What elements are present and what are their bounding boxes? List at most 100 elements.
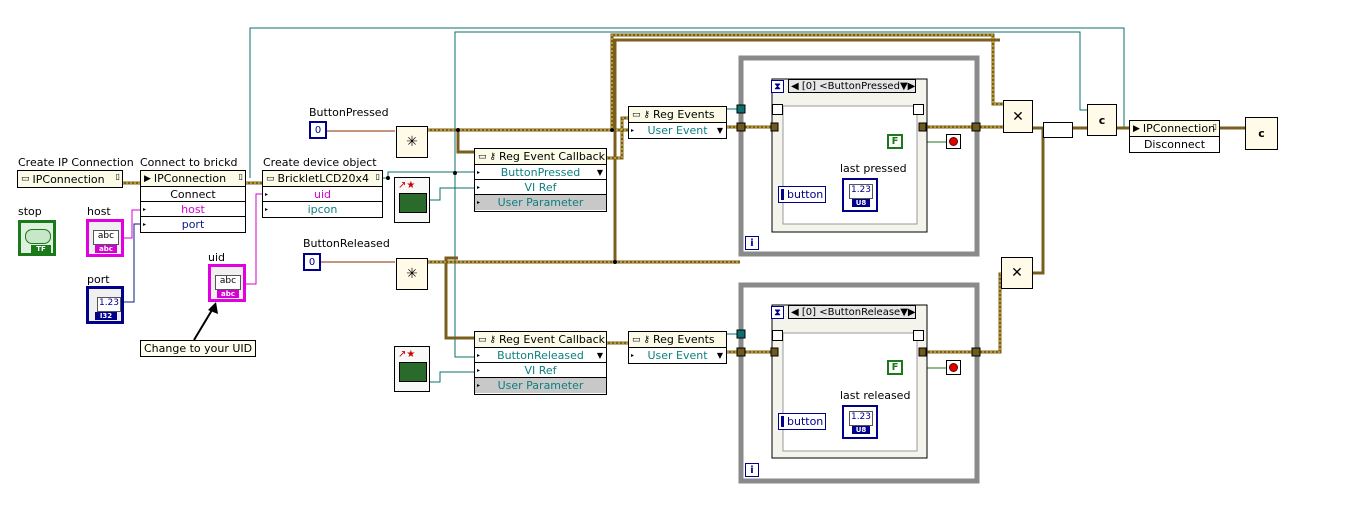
toggle-icon (25, 229, 51, 244)
vi-ref-row: ▸VI Ref (475, 180, 606, 195)
close-reference-icon[interactable]: c (1087, 104, 1117, 136)
reg-events-pressed[interactable]: ▭ ⚷Reg Events ▸User Event▼ (628, 106, 727, 139)
close-reference-icon[interactable]: c (1245, 117, 1278, 150)
button-pressed-constant[interactable]: 0 (309, 121, 327, 139)
case-prev-icon: ◀ (791, 306, 799, 318)
port-label: port (87, 273, 110, 286)
dropdown-icon: ▼ (716, 126, 723, 135)
vi-icon (399, 362, 427, 382)
ipcon-icon: ▭ (21, 174, 30, 184)
button-data-node: button (778, 413, 826, 430)
reg-event-callback-released[interactable]: ▭ ⚷ Reg Event Callback ▸ButtonReleased▼ … (474, 331, 607, 395)
vi-reference-icon[interactable]: ↗★ (394, 346, 430, 392)
reg-events-released[interactable]: ▭ ⚷Reg Events ▸User Event▼ (628, 331, 727, 364)
while-loop-frame-pressed (738, 55, 980, 257)
destroy-user-event-icon[interactable]: ✕ (1001, 257, 1033, 289)
comment-arrow (193, 302, 218, 341)
event-case-selector-released[interactable]: ◀ [0] <ButtonRelease▼▶ (788, 305, 916, 319)
dropdown-icon: ▼ (596, 350, 603, 360)
vi-icon (399, 193, 427, 213)
timeout-icon: ⧗ (771, 80, 784, 93)
user-param-row: ▸User Parameter (475, 195, 606, 210)
event-data-node-icon (913, 330, 924, 341)
corner-doc-icon: ▯ (1212, 122, 1217, 131)
corner-doc-icon: ▯ (115, 172, 120, 181)
ipcon-create-title: IPConnection (32, 172, 105, 186)
star-icon: ↗★ (398, 180, 416, 191)
stop-type-tag: TF (31, 245, 51, 253)
loop-stop-terminal[interactable] (946, 134, 961, 149)
host-label: host (87, 205, 111, 218)
connect-method-row: Connect (141, 187, 245, 202)
vi-reference-icon[interactable]: ↗★ (394, 177, 430, 223)
case-dropdown-icon: ▼▶ (900, 306, 916, 318)
callback-icon: ▭ ⚷ (478, 334, 496, 345)
port-value: 1.23 (97, 297, 121, 312)
while-loop-frame-released (738, 282, 980, 484)
create-user-event-icon[interactable]: ✳ (396, 258, 428, 290)
stop-control[interactable]: TF (18, 220, 56, 256)
user-event-row[interactable]: ▸User Event▼ (631, 124, 723, 137)
dropdown-icon: ▼ (716, 351, 723, 360)
reg-event-callback-pressed[interactable]: ▭ ⚷ Reg Event Callback ▸ButtonPressed▼ ▸… (474, 148, 607, 212)
uid-control[interactable]: abc abc (208, 264, 246, 302)
connect-brickd-label: Connect to brickd (140, 156, 238, 169)
method-arrow-icon: ▶ (1133, 123, 1140, 134)
event-selector-row[interactable]: ▸ButtonPressed▼ (475, 165, 606, 180)
last-pressed-label: last pressed (840, 162, 907, 175)
host-param-row: ▸host (141, 202, 245, 217)
create-ip-label: Create IP Connection (18, 156, 134, 169)
last-released-label: last released (840, 389, 911, 402)
dropdown-icon: ▼ (596, 167, 603, 177)
last-pressed-indicator[interactable]: 1.23 U8 (842, 178, 878, 212)
corner-doc-icon: ▯ (238, 172, 243, 181)
reg-events-icon: ▭ ⚷ (632, 109, 650, 120)
lcd-create-node[interactable]: ▭ BrickletLCD20x4 ▯ ▸uid ▸ipcon (262, 170, 383, 218)
false-constant[interactable]: F (887, 360, 903, 375)
merge-errors-icon[interactable] (1043, 122, 1073, 138)
callback-icon: ▭ ⚷ (478, 151, 496, 162)
case-dropdown-icon: ▼▶ (899, 80, 916, 92)
event-data-node-icon (772, 330, 783, 341)
uid-value: abc (215, 275, 241, 290)
event-data-node-icon (913, 104, 924, 115)
method-arrow-icon: ▶ (144, 173, 151, 184)
user-param-row: ▸User Parameter (475, 378, 606, 393)
host-value: abc (93, 230, 119, 245)
false-constant[interactable]: F (887, 134, 903, 149)
lcd-title: BrickletLCD20x4 (277, 172, 369, 185)
device-icon: ▭ (266, 173, 275, 184)
ipcon-connect-node[interactable]: ▶ IPConnection ▯ Connect ▸host ▸port (140, 170, 246, 233)
host-type-tag: abc (95, 245, 117, 253)
star-icon: ↗★ (398, 349, 416, 360)
button-released-label: ButtonReleased (303, 237, 390, 250)
create-device-label: Create device object (263, 156, 377, 169)
button-released-constant[interactable]: 0 (303, 253, 321, 271)
create-user-event-icon[interactable]: ✳ (396, 126, 428, 158)
vi-ref-row: ▸VI Ref (475, 363, 606, 378)
port-control[interactable]: 1.23 I32 (86, 286, 124, 324)
iteration-terminal: i (745, 236, 759, 250)
ipcon-create-node[interactable]: ▭ IPConnection ▯ (17, 170, 123, 188)
port-param-row: ▸port (143, 218, 205, 231)
user-event-row[interactable]: ▸User Event▼ (631, 349, 723, 362)
corner-doc-icon: ▯ (375, 172, 380, 181)
uid-comment: Change to your UID (140, 340, 257, 357)
stop-label: stop (18, 205, 42, 218)
loop-stop-terminal[interactable] (946, 360, 961, 375)
last-released-indicator[interactable]: 1.23 U8 (842, 405, 878, 439)
host-control[interactable]: abc abc (86, 219, 124, 257)
button-data-node: button (778, 186, 826, 203)
uid-type-tag: abc (217, 290, 239, 298)
ipcon-disconnect-node[interactable]: ▶ IPConnection ▯ Disconnect (1129, 120, 1220, 153)
event-selector-row[interactable]: ▸ButtonReleased▼ (475, 348, 606, 363)
iteration-terminal: i (745, 463, 759, 477)
ipcon-param-row: ▸ipcon (265, 203, 338, 216)
destroy-user-event-icon[interactable]: ✕ (1003, 100, 1033, 133)
disconnect-method-row: Disconnect (1143, 138, 1206, 151)
port-type-tag: I32 (95, 312, 117, 320)
event-case-selector-pressed[interactable]: ◀ [0] <ButtonPressed▼▶ (788, 79, 916, 93)
reg-events-icon: ▭ ⚷ (632, 334, 650, 345)
event-data-node-icon (772, 104, 783, 115)
